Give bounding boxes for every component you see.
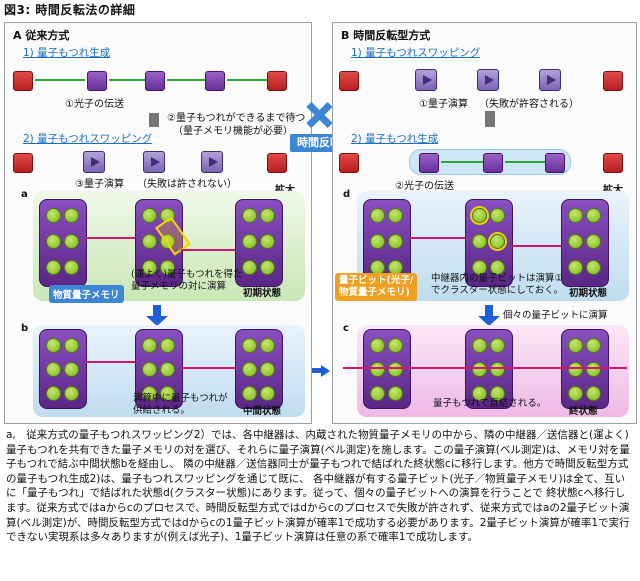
repeater-chip (363, 199, 411, 287)
receiver-node (603, 153, 623, 173)
panel-time-reversed: B 時間反転型方式 1) 量子もつれスワッピング ①量子演算 （失敗が許容される… (332, 22, 637, 424)
repeater-chip (39, 199, 87, 287)
entanglement-link (181, 249, 235, 251)
operation-label: ①量子演算 (419, 99, 468, 110)
panel-conventional: A 従来方式 1) 量子もつれ生成 ①光子の伝送 ②量子もつれができるまで待つ … (4, 22, 312, 424)
operation-box (539, 69, 561, 91)
entanglement-arrow (109, 79, 159, 81)
entanglement-arrow (167, 79, 207, 81)
right-step1-label: 1) 量子もつれスワッピング (351, 47, 481, 59)
repeater-node (419, 153, 439, 173)
entanglement-link (85, 237, 135, 239)
repeater-node (205, 71, 225, 91)
panel-a-heading: A 従来方式 (13, 29, 70, 42)
entanglement-link (511, 245, 561, 247)
repeater-node (145, 71, 165, 91)
entanglement-arrow (35, 79, 85, 81)
repeater-chip (135, 329, 183, 409)
down-arrow (485, 305, 493, 317)
panel-b-heading: B 時間反転型方式 (341, 29, 431, 42)
sender-node (13, 71, 33, 91)
repeater-chip (135, 199, 183, 287)
operation-box (477, 69, 499, 91)
photon-transmission-label: ②光子の伝送 (395, 181, 454, 192)
direct-entanglement-link (343, 367, 627, 369)
operation-note: （失敗は許されない） (137, 179, 237, 190)
final-state-label: 終状態 (569, 406, 598, 417)
entanglement-link (409, 237, 465, 239)
right-arrow (312, 368, 322, 373)
memory-label: 物質量子メモリ (49, 285, 124, 303)
cross-icon (306, 101, 333, 129)
operation-note: （失敗が許容される） (479, 99, 579, 110)
each-operation-label: 個々の量子ビットに演算 (503, 310, 608, 321)
state-c-letter: c (343, 323, 349, 334)
receiver-node (603, 71, 623, 91)
state-a-letter: a (21, 189, 28, 200)
entanglement-arrow (505, 161, 545, 163)
zoom-label: 拡大 (603, 181, 623, 196)
receiver-node (267, 153, 287, 173)
initial-state-label: 初期状態 (243, 288, 282, 299)
repeater-chip (465, 329, 513, 409)
figure-title: 図3: 時間反転法の詳細 (4, 3, 136, 17)
zoom-label: 拡大 (275, 181, 295, 196)
repeater-chip (363, 329, 411, 409)
repeater-chip (465, 199, 513, 287)
right-step2-label: 2) 量子もつれ生成 (351, 133, 439, 145)
figure-description: a, 従来方式の量子もつれスワッピング2）では、各中継器は、内蔵された物質量子メ… (6, 429, 630, 544)
initial-state-label: 初期状態 (569, 288, 608, 299)
entanglement-link (181, 367, 235, 369)
left-step2-label: 2) 量子もつれスワッピング (23, 133, 153, 145)
memory-note: (運よく)量子もつれを得た 量子メモリの対に演算 (131, 269, 243, 292)
down-arrow (153, 305, 161, 317)
direct-note: 量子もつれで直結される。 (433, 398, 547, 409)
sender-node (13, 153, 33, 173)
operation-box (83, 151, 105, 173)
state-d-letter: d (343, 189, 351, 200)
repeater-chip (561, 329, 609, 409)
sender-node (339, 71, 359, 91)
receiver-node (267, 71, 287, 91)
down-arrow-head (478, 316, 500, 326)
repeater-node (545, 153, 565, 173)
operation-box (143, 151, 165, 173)
operation-label: ③量子演算 (75, 179, 124, 190)
repeater-chip (235, 329, 283, 409)
photon-transmission-label: ①光子の伝送 (65, 99, 124, 110)
entanglement-link (85, 361, 135, 363)
entanglement-arrow (441, 161, 483, 163)
qubit-label: 量子ビット(光子/ 物質量子メモリ) (335, 273, 418, 301)
operation-box (201, 151, 223, 173)
repeater-node (87, 71, 107, 91)
operation-box (415, 69, 437, 91)
repeater-chip (39, 329, 87, 409)
repeater-chip (561, 199, 609, 287)
repeater-chip (235, 199, 283, 287)
down-arrow (485, 111, 495, 127)
entanglement-arrow (227, 79, 267, 81)
supply-note: 演算中に量子もつれが 供給される。 (133, 393, 228, 416)
relay-note: 中継器内の量子ビットは演算① でクラスター状態にしておく。 (431, 273, 564, 296)
repeater-node (483, 153, 503, 173)
down-arrow (149, 113, 159, 127)
wait-note: （量子メモリ機能が必要） (173, 126, 293, 137)
state-b-letter: b (21, 323, 29, 334)
sender-node (339, 153, 359, 173)
middle-state-label: 中間状態 (243, 406, 282, 417)
wait-label: ②量子もつれができるまで待つ (167, 113, 306, 124)
left-step1-label: 1) 量子もつれ生成 (23, 47, 111, 59)
right-arrow-head (321, 365, 330, 377)
down-arrow-head (146, 316, 168, 326)
